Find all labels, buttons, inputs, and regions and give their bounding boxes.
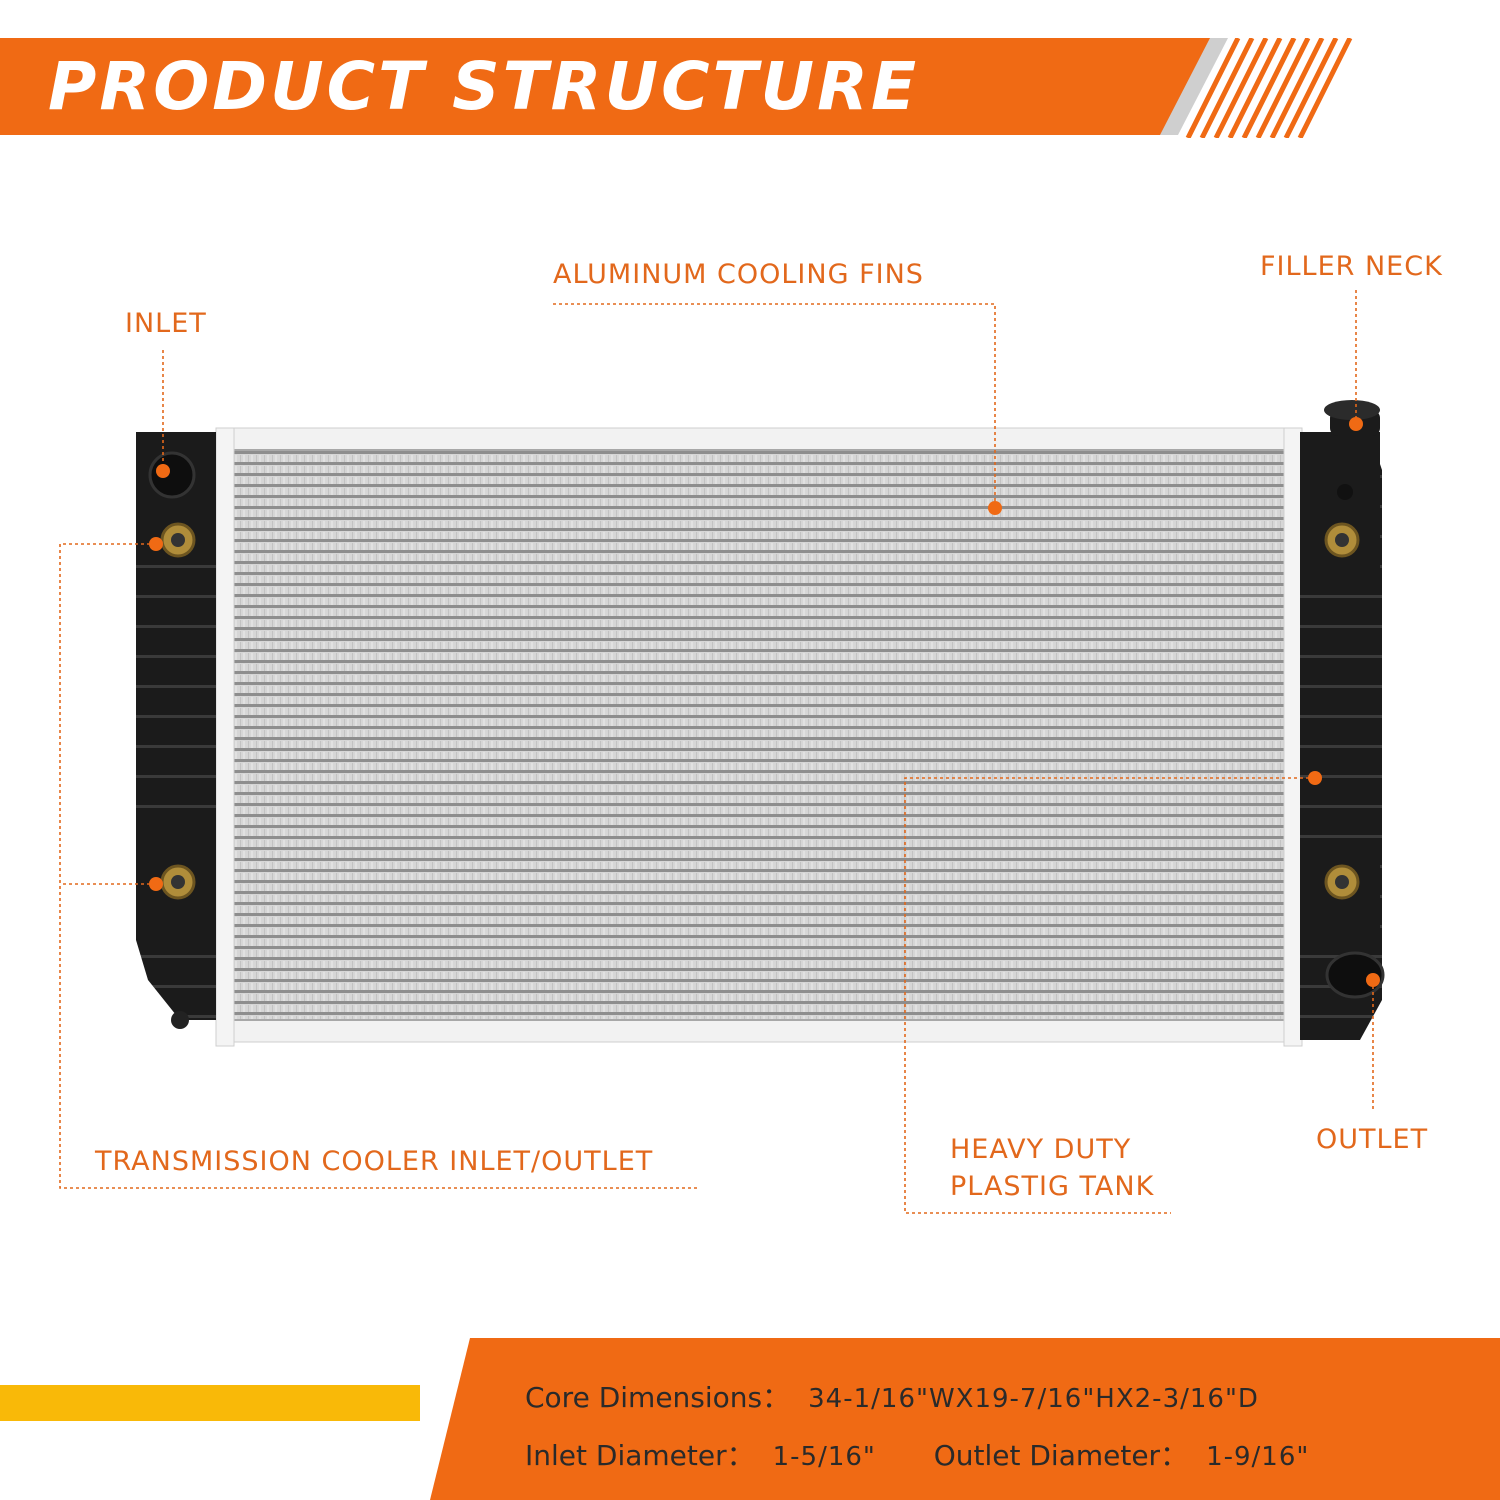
left-bottom-fitting-icon [160, 864, 196, 900]
cooling-fins-leader [553, 303, 996, 505]
right-bottom-fitting-icon [1324, 864, 1360, 900]
accent-bar [0, 1385, 420, 1421]
core-dimensions-label: Core Dimensions： [525, 1381, 791, 1414]
transmission-leader [59, 543, 697, 1189]
tank-leader [904, 777, 1315, 1214]
inlet-diameter-value: 1-5/16" [772, 1442, 876, 1472]
right-top-fitting-icon [1324, 522, 1360, 558]
tank-dot [1308, 771, 1322, 785]
cooling-fins-label: ALUMINUM COOLING FINS [553, 259, 924, 290]
header-banner [0, 38, 1210, 135]
filler-neck-dot [1349, 417, 1363, 431]
bottom-rail [217, 1019, 1301, 1043]
outlet-label: OUTLET [1316, 1124, 1429, 1155]
radiator-core [227, 449, 1291, 1021]
outlet-diameter-value: 1-9/16" [1206, 1442, 1310, 1472]
cooling-fins-dot [988, 501, 1002, 515]
diameter-row: Inlet Diameter： 1-5/16" Outlet Diameter： 1… [525, 1434, 1309, 1474]
left-plastic-tank [136, 432, 216, 1029]
inlet-dot [156, 464, 170, 478]
spec-panel [430, 1338, 1500, 1500]
stripe-decoration [1185, 38, 1353, 138]
inlet-diameter-label: Inlet Diameter： [525, 1439, 755, 1472]
inlet-label: INLET [125, 308, 207, 339]
core-dimensions-row: Core Dimensions： 34-1/16"WX19-7/16"HX2-3/… [525, 1376, 1259, 1416]
tank-label-line2: PLASTIG TANK [950, 1171, 1155, 1202]
transmission-bottom-dot [149, 877, 163, 891]
transmission-top-dot [149, 537, 163, 551]
tank-label-line1: HEAVY DUTY [950, 1134, 1132, 1165]
outlet-dot [1366, 973, 1380, 987]
right-plastic-tank [1300, 400, 1385, 1040]
left-top-fitting-icon [160, 522, 196, 558]
filler-neck-label: FILLER NECK [1260, 251, 1443, 282]
core-dimensions-value: 34-1/16"WX19-7/16"HX2-3/16"D [808, 1384, 1259, 1414]
transmission-cooler-label: TRANSMISSION COOLER INLET/OUTLET [95, 1146, 654, 1177]
top-rail [217, 427, 1301, 451]
outlet-diameter-label: Outlet Diameter： [933, 1439, 1189, 1472]
page-title: PRODUCT STRUCTURE [48, 48, 920, 125]
